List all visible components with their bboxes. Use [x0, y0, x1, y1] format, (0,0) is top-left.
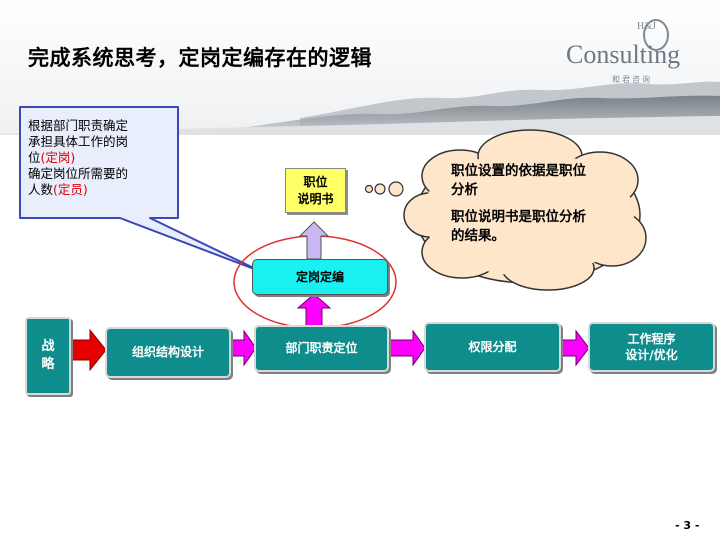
callout-line-1: 根据部门职责确定 — [28, 118, 129, 133]
node-workflow-line-2: 设计/优化 — [625, 348, 678, 362]
node-strategy-line-1: 战 — [41, 339, 55, 355]
logo-ring-icon — [643, 19, 669, 51]
thought-para-2: 职位说明书是职位分析的结果。 — [451, 209, 586, 244]
logo-subtitle: 和君咨询 — [612, 75, 652, 84]
node-dinggang: 定岗定编 — [252, 259, 388, 295]
node-job-description-line-2: 说明书 — [297, 191, 334, 206]
node-job-description: 职位说明书 — [285, 168, 346, 213]
node-dept-duty: 部门职责定位 — [254, 325, 389, 372]
callout-line-4: 确定岗位所需要的 — [28, 166, 129, 181]
node-strategy-line-2: 略 — [41, 357, 55, 372]
thought-dot-large — [388, 181, 404, 197]
arrow-authority-to-workflow — [560, 329, 590, 367]
callout-dingyuan-tag: (定员) — [53, 182, 88, 197]
node-authority: 权限分配 — [424, 322, 561, 372]
arrow-dinggang-to-jobdesc — [298, 221, 330, 260]
callout-dinggang-tag: (定岗) — [40, 150, 76, 165]
node-workflow-line-1: 工作程序 — [627, 331, 676, 346]
callout-bubble — [19, 106, 263, 273]
node-org-design: 组织结构设计 — [105, 327, 231, 378]
node-workflow: 工作程序设计/优化 — [588, 322, 715, 372]
arrow-org-to-dept — [230, 329, 257, 367]
logo-consulting: Consulting — [566, 40, 681, 69]
node-job-description-line-1: 职位 — [303, 175, 328, 190]
callout-line-3-prefix: 位 — [28, 150, 41, 165]
callout-line-3: 位(定岗) — [28, 150, 178, 166]
thought-para-1: 职位设置的依据是职位分析 — [451, 163, 586, 198]
thought-dot-medium — [374, 183, 386, 195]
node-strategy: 战略 — [25, 317, 71, 395]
arrow-strategy-to-org — [71, 328, 107, 372]
callout-line-2: 承担具体工作的岗 — [28, 134, 129, 149]
arrow-dept-to-dinggang — [296, 293, 332, 329]
callout-line-5-prefix: 人数 — [28, 182, 54, 197]
thought-dot-small — [364, 184, 374, 194]
page-number: - 3 - — [675, 519, 700, 532]
thought-text: 职位设置的依据是职位分析 职位说明书是职位分析的结果。 — [451, 162, 591, 254]
callout-line-5: 人数(定员) — [28, 182, 178, 198]
slide-title: 完成系统思考，定岗定编存在的逻辑 — [28, 46, 372, 70]
arrow-dept-to-authority — [388, 329, 426, 367]
callout-text: 根据部门职责确定 承担具体工作的岗 位(定岗) 确定岗位所需要的 人数(定员) — [28, 118, 178, 198]
logo-hj: H&J — [637, 21, 656, 32]
